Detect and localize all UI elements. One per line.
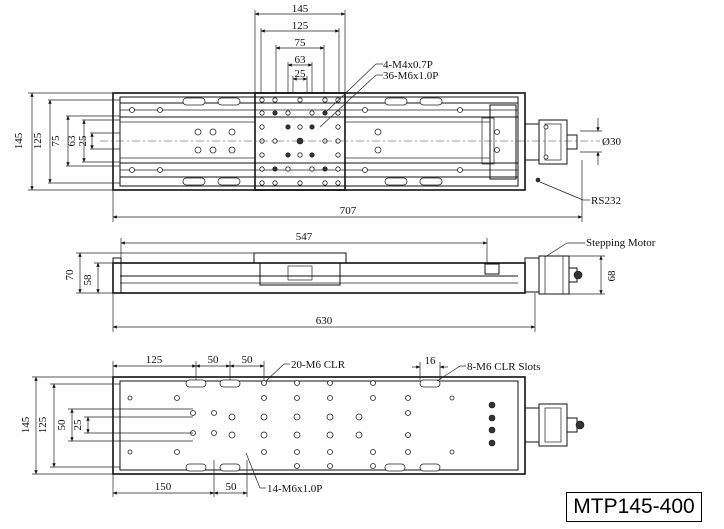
side-dim-630: 630 — [316, 315, 333, 327]
bottom-dim-h125: 125 — [37, 416, 49, 433]
bottom-dim-50c: 50 — [226, 481, 238, 493]
side-dim-68: 68 — [606, 270, 618, 282]
model-number: MTP145-400 — [566, 492, 702, 522]
callout-m4: 4-M4x0.7P — [383, 59, 433, 71]
bottom-dim-50a: 50 — [208, 354, 220, 366]
callout-m6p: 14-M6x1.0P — [267, 483, 322, 495]
side-dim-70: 70 — [64, 269, 76, 281]
top-dim-63: 63 — [295, 54, 307, 66]
side-carriage-top — [253, 252, 347, 264]
top-view: 145 125 75 63 25 145 125 75 63 — [13, 3, 621, 222]
bottom-dim-16: 16 — [425, 355, 437, 367]
top-dim-h63: 63 — [66, 135, 78, 147]
top-dim-707: 707 — [340, 205, 357, 217]
side-motor — [524, 255, 583, 295]
carriage-plate — [254, 92, 346, 191]
top-dim-h75: 75 — [50, 135, 62, 147]
carriage-hole-grid — [259, 97, 341, 186]
callout-m6: 36-M6x1.0P — [383, 70, 438, 82]
top-dim-145: 145 — [292, 3, 309, 15]
top-dim-h125: 125 — [32, 132, 44, 149]
callout-stepping-motor: Stepping Motor — [586, 237, 656, 249]
top-dim-25: 25 — [295, 68, 307, 80]
callout-rs232: RS232 — [591, 195, 621, 207]
top-dim-75: 75 — [295, 37, 307, 49]
bottom-view: 125 50 50 16 20-M6 CLR 8-M6 CLR Slots 14… — [20, 354, 585, 497]
bottom-motor — [524, 403, 585, 447]
bottom-dim-h25: 25 — [72, 419, 84, 431]
bottom-dim-150: 150 — [155, 481, 172, 493]
side-base — [112, 262, 526, 294]
bottom-base-outline — [112, 376, 526, 475]
bottom-dim-h145: 145 — [20, 416, 32, 433]
side-dim-58: 58 — [82, 274, 94, 286]
bottom-dim-125: 125 — [146, 354, 163, 366]
top-dim-shaft: Ø30 — [602, 136, 621, 148]
top-dim-h25: 25 — [77, 135, 89, 147]
side-view: 547 630 70 58 68 Stepping Motor — [64, 231, 656, 332]
top-motor — [524, 119, 578, 165]
bottom-dim-h50: 50 — [56, 419, 68, 431]
side-dim-547: 547 — [296, 231, 313, 243]
bottom-hole-pattern — [127, 380, 496, 469]
callout-slots: 8-M6 CLR Slots — [467, 361, 540, 373]
top-dim-h145: 145 — [13, 132, 25, 149]
top-base-outline — [112, 92, 526, 191]
top-dim-125: 125 — [292, 20, 309, 32]
callout-m6-clr: 20-M6 CLR — [291, 359, 346, 371]
bottom-dim-50b: 50 — [242, 354, 254, 366]
